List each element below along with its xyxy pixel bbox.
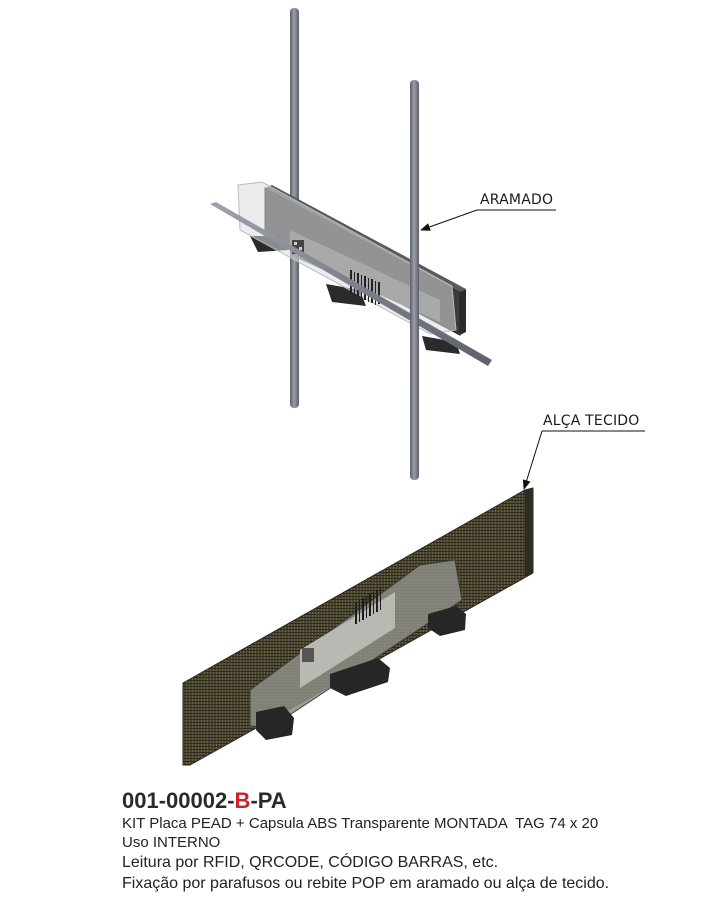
part-caption: 001-00002-B-PA KIT Placa PEAD + Capsula … [122,788,609,894]
part-code-prefix: 001-00002- [122,788,235,813]
usage-line: Uso INTERNO [122,834,221,851]
fixing-foot [256,706,294,740]
callout-aramado: ARAMADO [480,192,554,208]
part-code-revision: B [234,788,251,813]
fixing-foot [428,606,466,636]
fixing-foot [422,336,460,354]
callout-alca-tecido-leader [522,430,645,490]
description-line: KIT Placa PEAD + Capsula ABS Transparent… [122,815,599,832]
wire-mesh-assembly [210,8,492,480]
technical-drawing [182,8,645,766]
tag-label [300,592,395,688]
callout-alca-tecido: ALÇA TECIDO [543,413,640,429]
callout-aramado-leader [420,209,556,231]
fabric-strap-assembly [182,487,534,766]
qr-code [302,648,314,662]
barcode [355,588,381,624]
horizontal-wire [210,202,492,366]
part-code-suffix: -PA [250,788,287,813]
vertical-wire-right [410,80,419,480]
reading-line: Leitura por RFID, QRCODE, CÓDIGO BARRAS,… [122,854,499,871]
fixing-line: Fixação por parafusos ou rebite POP em a… [122,875,610,892]
fixing-foot [330,658,390,696]
part-code: 001-00002-B-PA [122,788,609,814]
